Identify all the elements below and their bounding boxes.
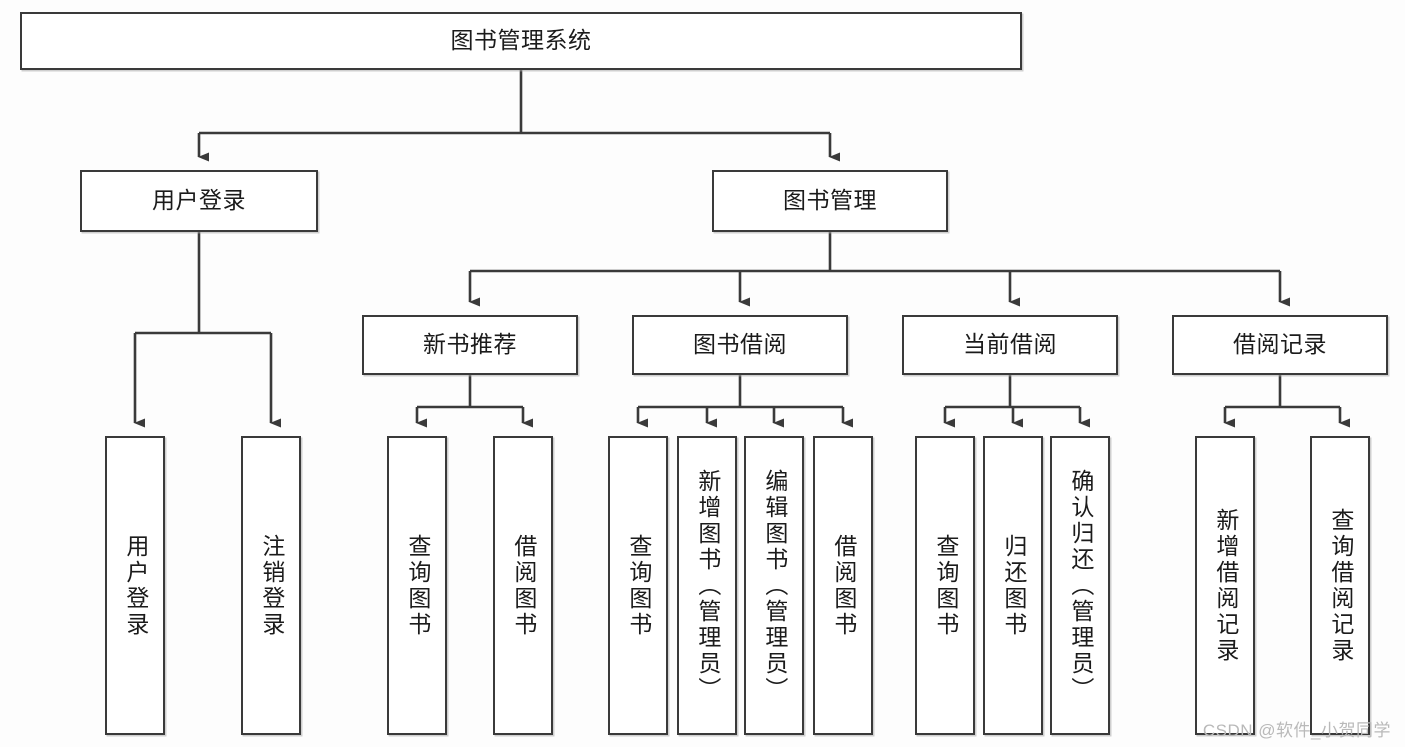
leaf-label: 归还图书: [1000, 533, 1027, 638]
node-user-login-label: 用户登录: [152, 187, 246, 214]
leaf-label: 查询图书: [625, 533, 652, 638]
leaf-borrow-record-add-record[interactable]: 新增借阅记录: [1195, 436, 1255, 735]
node-new-book-recommend[interactable]: 新书推荐: [362, 315, 578, 375]
leaf-label: 查询图书: [932, 533, 959, 638]
leaf-user-login-login[interactable]: 用户登录: [105, 436, 165, 735]
leaf-current-borrow-query-book[interactable]: 查询图书: [915, 436, 975, 735]
leaf-label: 用户登录: [122, 533, 149, 638]
node-borrow-record-label: 借阅记录: [1233, 331, 1327, 358]
leaf-current-borrow-return-book[interactable]: 归还图书: [983, 436, 1043, 735]
node-root-label: 图书管理系统: [450, 27, 592, 54]
leaf-label: 注销登录: [258, 533, 285, 638]
node-book-borrow[interactable]: 图书借阅: [632, 315, 848, 375]
leaf-new-book-query-book[interactable]: 查询图书: [387, 436, 447, 735]
leaf-book-borrow-query-book[interactable]: 查询图书: [608, 436, 668, 735]
node-current-borrow-label: 当前借阅: [963, 331, 1057, 358]
node-current-borrow[interactable]: 当前借阅: [902, 315, 1118, 375]
leaf-new-book-borrow-book[interactable]: 借阅图书: [493, 436, 553, 735]
leaf-book-borrow-edit-book-admin[interactable]: 编辑图书（管理员）: [744, 436, 804, 735]
node-root-book-management-system[interactable]: 图书管理系统: [20, 12, 1022, 70]
leaf-label: 查询图书: [404, 533, 431, 638]
leaf-borrow-record-query-record[interactable]: 查询借阅记录: [1310, 436, 1370, 735]
leaf-label: 新增图书（管理员）: [694, 468, 721, 703]
leaf-label: 借阅图书: [510, 533, 537, 638]
node-borrow-record[interactable]: 借阅记录: [1172, 315, 1388, 375]
leaf-label: 查询借阅记录: [1327, 507, 1354, 664]
node-book-management[interactable]: 图书管理: [712, 170, 948, 232]
node-book-management-label: 图书管理: [783, 187, 877, 214]
leaf-label: 确认归还（管理员）: [1067, 468, 1094, 703]
leaf-label: 借阅图书: [830, 533, 857, 638]
leaf-book-borrow-add-book-admin[interactable]: 新增图书（管理员）: [677, 436, 737, 735]
node-new-book-recommend-label: 新书推荐: [423, 331, 517, 358]
leaf-label: 编辑图书（管理员）: [761, 468, 788, 703]
leaf-user-login-logout[interactable]: 注销登录: [241, 436, 301, 735]
node-book-borrow-label: 图书借阅: [693, 331, 787, 358]
leaf-current-borrow-confirm-return-admin[interactable]: 确认归还（管理员）: [1050, 436, 1110, 735]
leaf-label: 新增借阅记录: [1212, 507, 1239, 664]
leaf-book-borrow-borrow-book[interactable]: 借阅图书: [813, 436, 873, 735]
node-user-login[interactable]: 用户登录: [80, 170, 318, 232]
